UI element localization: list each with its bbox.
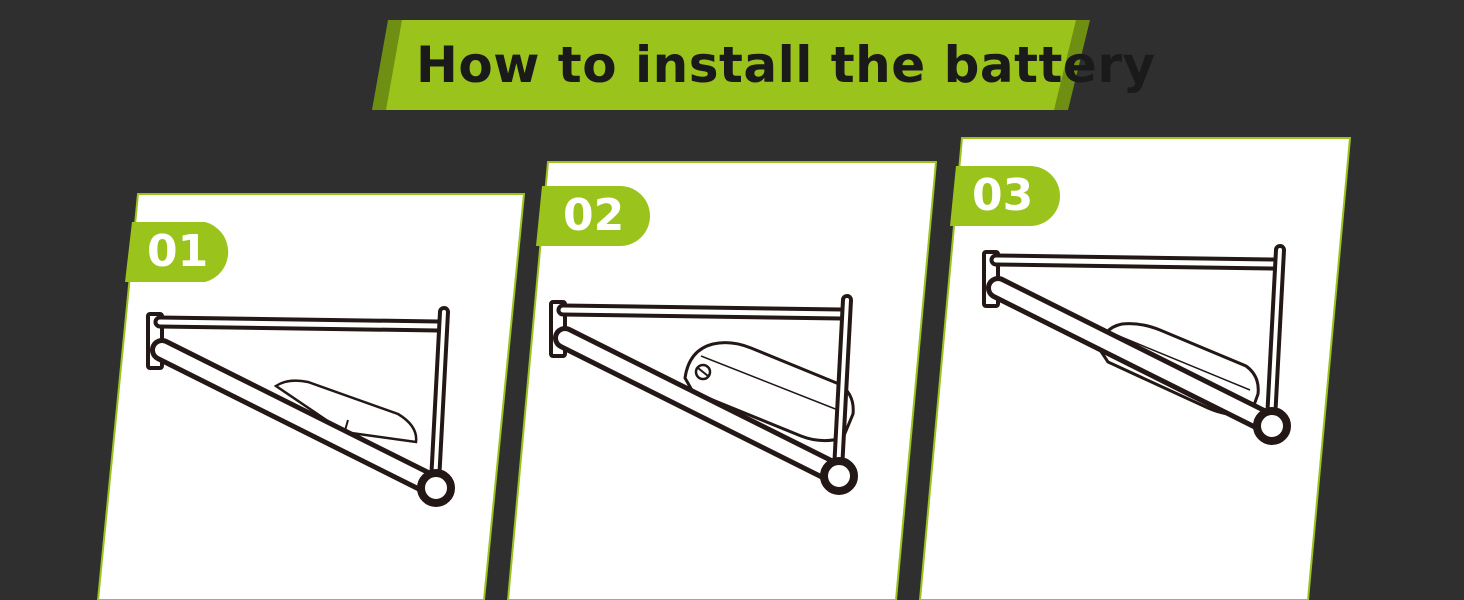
step-badge-1 [125,222,229,282]
bike-frame-illustration-2 [551,300,854,491]
title-banner-face [386,20,1076,110]
bike-frame-illustration-1 [148,312,451,503]
step-number-2: 02 [563,190,625,241]
step-panel-1 [96,193,526,600]
step-panel-3 [918,137,1352,600]
step-badge-3 [950,166,1060,226]
step-badge-2 [536,186,650,246]
step-number-3: 03 [972,170,1034,221]
step-number-1: 01 [147,226,209,277]
step-panel-2 [506,161,938,600]
bike-frame-illustration-3 [984,250,1287,441]
page-title: How to install the battery [416,36,1156,94]
